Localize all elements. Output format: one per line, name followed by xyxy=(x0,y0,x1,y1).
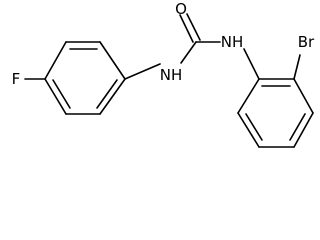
ring2-double-2 xyxy=(289,113,306,141)
ring1-bond-6 xyxy=(44,41,67,80)
ring1-double-2 xyxy=(96,79,118,109)
ring1-double-3 xyxy=(52,79,71,109)
carbonyl-double-bond-b xyxy=(186,13,201,41)
fluorine-atom-label: F xyxy=(12,70,21,88)
ring2-bond-3 xyxy=(293,112,314,148)
bromine-atom-label: Br xyxy=(298,33,315,51)
ring2-double-3 xyxy=(245,113,263,141)
fluorophenyl-ring xyxy=(44,41,126,115)
ring2-bond-2 xyxy=(293,78,314,114)
ring2-bond-6 xyxy=(237,78,260,114)
ring1-bond-5 xyxy=(44,78,67,115)
oxygen-atom-label: O xyxy=(175,0,187,18)
ring1-nh-bond xyxy=(124,63,161,80)
nh-carbonyl-bond xyxy=(180,41,197,64)
c-br-bond xyxy=(293,54,301,80)
ring2-bond-5 xyxy=(237,112,260,148)
nh-left-atom-label: NH xyxy=(160,66,183,84)
nh-right-atom-label: NH xyxy=(221,33,244,51)
chemical-structure: F O NH NH Br xyxy=(12,0,315,148)
ring1-bond-3 xyxy=(99,78,126,115)
carbonyl-double-bond-a xyxy=(179,14,194,43)
bromophenyl-ring xyxy=(237,78,314,148)
ring1-bond-2 xyxy=(99,41,126,80)
nh-ring2-bond xyxy=(243,48,260,80)
